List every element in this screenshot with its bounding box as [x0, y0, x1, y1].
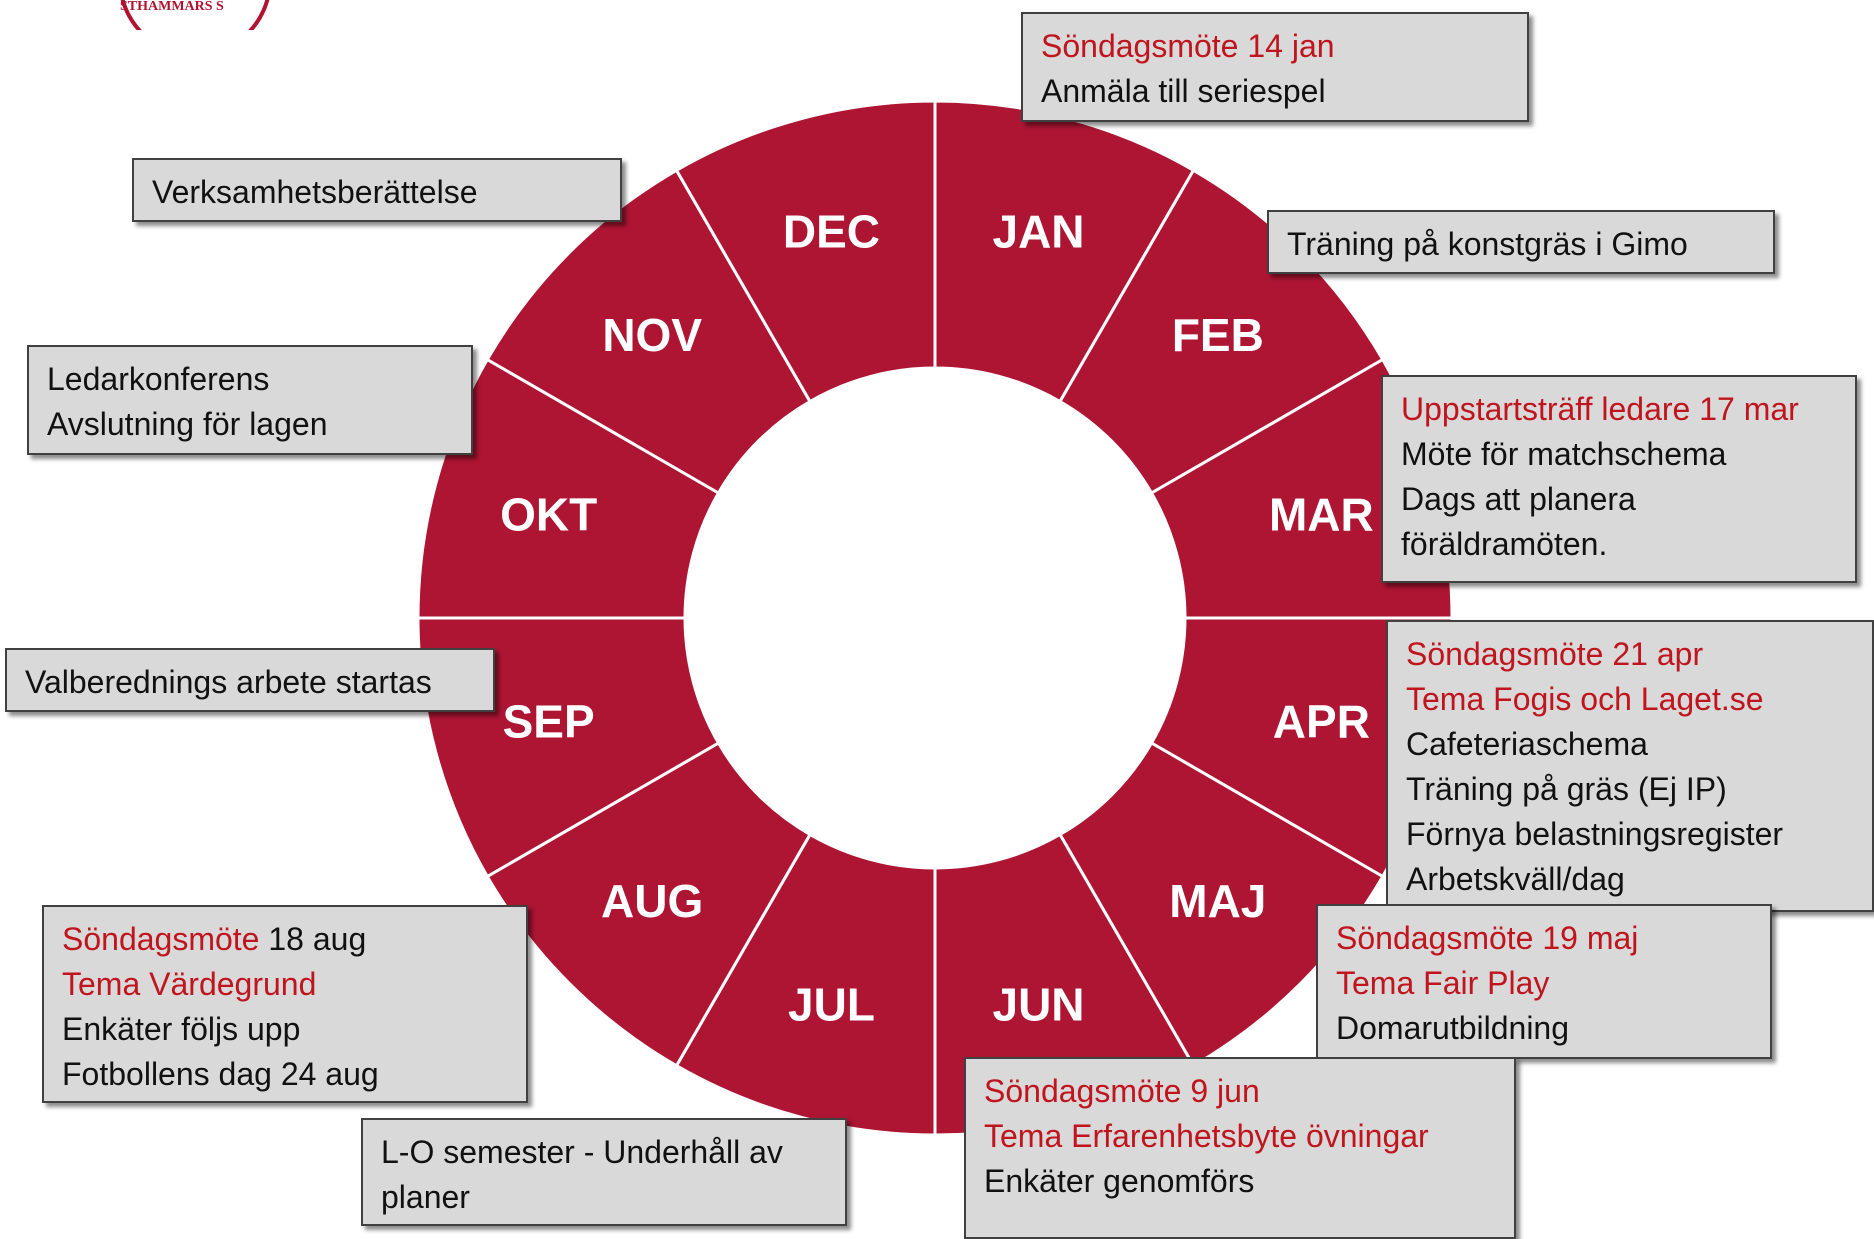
note-jul-line-1: L-O semester - Underhåll av — [381, 1134, 783, 1170]
note-apr-line-4: Träning på gräs (Ej IP) — [1406, 771, 1727, 807]
wheel-segment-feb — [1057, 168, 1385, 496]
note-okt: Ledarkonferens Avslutning för lagen — [27, 345, 473, 455]
wheel-segment-okt — [416, 357, 721, 620]
note-feb-line-1: Träning på konstgräs i Gimo — [1287, 226, 1688, 262]
month-label-maj: MAJ — [1169, 875, 1266, 927]
month-label-jul: JUL — [788, 978, 875, 1030]
note-dec-line-1: Verksamhetsberättelse — [152, 174, 478, 210]
note-apr-line-5: Förnya belastningsregister — [1406, 816, 1784, 852]
month-label-dec: DEC — [783, 206, 880, 258]
note-maj: Söndagsmöte 19 maj Tema Fair Play Domaru… — [1316, 904, 1772, 1059]
note-maj-line-1: Söndagsmöte 19 maj — [1336, 920, 1639, 956]
wheel-segment-dec — [674, 99, 937, 404]
club-logo: STHAMMARS S — [120, 0, 270, 30]
note-jul: L-O semester - Underhåll av planer — [361, 1118, 847, 1226]
note-mar-line-4: föräldramöten. — [1401, 526, 1608, 562]
wheel-segment-nov — [485, 168, 813, 496]
note-mar-line-2: Möte för matchschema — [1401, 436, 1727, 472]
note-jun: Söndagsmöte 9 jun Tema Erfarenhetsbyte ö… — [964, 1057, 1516, 1239]
note-aug-line-1-highlight: Söndagsmöte — [62, 921, 260, 957]
note-sep-line-1: Valberednings arbete startas — [25, 664, 432, 700]
note-jan: Söndagsmöte 14 jan Anmäla till seriespel — [1021, 12, 1529, 122]
note-aug-line-1: Söndagsmöte 18 aug — [62, 917, 508, 962]
note-apr: Söndagsmöte 21 apr Tema Fogis och Laget.… — [1386, 620, 1874, 912]
wheel-segment-jan — [933, 99, 1196, 404]
wheel-segment-jul — [674, 832, 937, 1137]
wheel-segment-aug — [485, 740, 813, 1068]
note-mar-line-1: Uppstartsträff ledare 17 mar — [1401, 391, 1799, 427]
month-label-apr: APR — [1273, 696, 1370, 748]
note-jan-line-2: Anmäla till seriespel — [1041, 73, 1326, 109]
month-label-nov: NOV — [602, 309, 702, 361]
note-mar-line-3: Dags att planera — [1401, 481, 1636, 517]
month-label-jun: JUN — [993, 978, 1085, 1030]
note-jun-line-1: Söndagsmöte 9 jun — [984, 1073, 1260, 1109]
note-aug-line-2: Tema Värdegrund — [62, 966, 317, 1002]
note-apr-line-2: Tema Fogis och Laget.se — [1406, 681, 1764, 717]
note-maj-line-3: Domarutbildning — [1336, 1010, 1570, 1046]
note-jul-line-2: planer — [381, 1179, 470, 1215]
month-label-okt: OKT — [500, 488, 597, 540]
note-apr-line-6: Arbetskväll/dag — [1406, 861, 1625, 897]
note-mar: Uppstartsträff ledare 17 mar Möte för ma… — [1381, 375, 1857, 583]
note-aug-line-1-date: 18 aug — [259, 921, 367, 957]
note-feb: Träning på konstgräs i Gimo — [1267, 210, 1775, 274]
note-apr-line-1: Söndagsmöte 21 apr — [1406, 636, 1704, 672]
note-jun-line-3: Enkäter genomförs — [984, 1163, 1255, 1199]
note-okt-line-1: Ledarkonferens — [47, 361, 270, 397]
note-jan-line-1: Söndagsmöte 14 jan — [1041, 28, 1335, 64]
note-jun-line-2: Tema Erfarenhetsbyte övningar — [984, 1118, 1429, 1154]
note-maj-line-2: Tema Fair Play — [1336, 965, 1550, 1001]
note-dec: Verksamhetsberättelse — [132, 158, 622, 222]
month-label-feb: FEB — [1172, 309, 1264, 361]
note-aug: Söndagsmöte 18 aug Tema Värdegrund Enkät… — [42, 905, 528, 1103]
note-okt-line-2: Avslutning för lagen — [47, 406, 328, 442]
note-aug-line-4: Fotbollens dag 24 aug — [62, 1056, 379, 1092]
month-label-aug: AUG — [601, 875, 703, 927]
month-label-jan: JAN — [993, 206, 1085, 258]
club-logo-text: STHAMMARS S — [120, 0, 224, 14]
month-label-sep: SEP — [503, 696, 595, 748]
note-sep: Valberednings arbete startas — [5, 648, 495, 712]
note-apr-line-3: Cafeteriaschema — [1406, 726, 1648, 762]
wheel-center — [687, 370, 1183, 866]
note-aug-line-3: Enkäter följs upp — [62, 1011, 301, 1047]
month-label-mar: MAR — [1269, 488, 1374, 540]
